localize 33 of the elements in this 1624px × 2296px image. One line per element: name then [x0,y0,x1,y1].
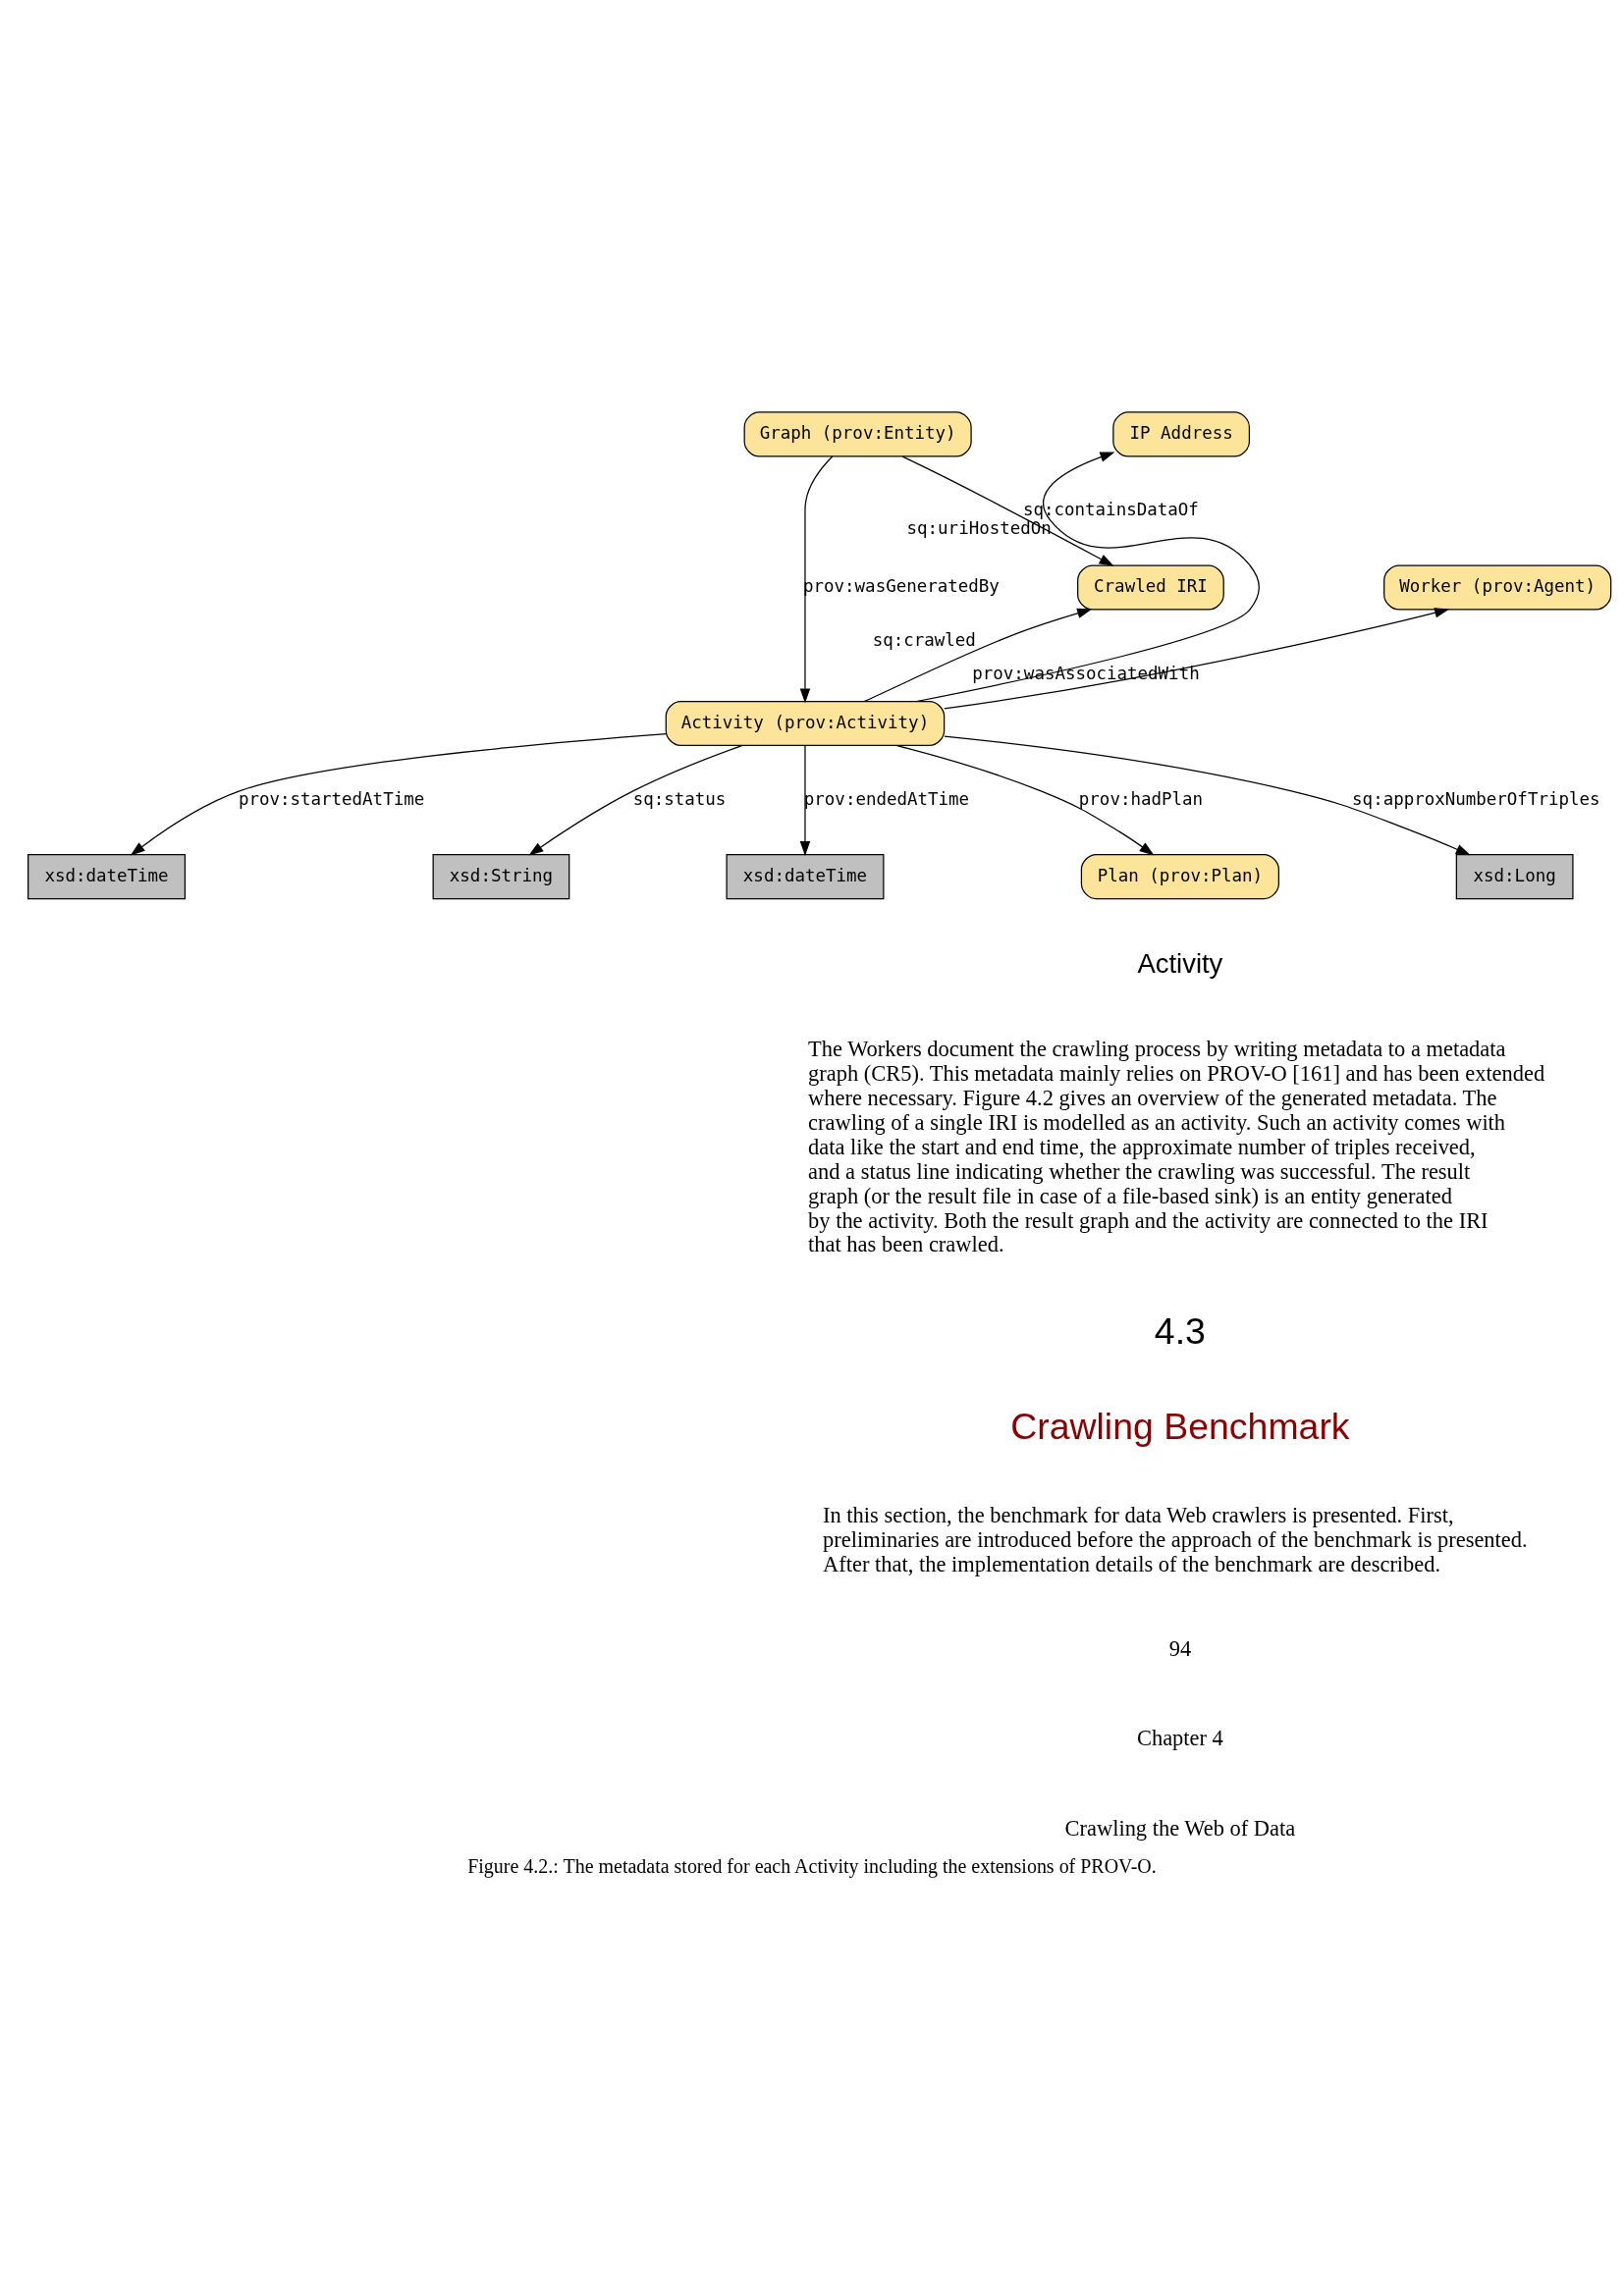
node-box: xsd:String [432,853,570,900]
node-box: Worker (prov:Agent) [1383,564,1612,611]
edge-label: sq:crawled [872,630,976,651]
node-box: Plan (prov:Plan) [1080,853,1279,900]
edge-label: sq:approxNumberOfTriples [1352,788,1600,809]
label: Chapter 4 [1136,1726,1223,1751]
label: 4.3 [1154,1309,1206,1352]
node-box: Crawled IRI [1077,564,1224,611]
arrow [944,608,1450,710]
edge-label: prov:hadPlan [1078,788,1204,809]
arrow [915,452,1260,703]
label: Activity [1137,948,1223,980]
node-box: Graph (prov:Entity) [743,411,972,457]
label: Crawling Benchmark [1010,1405,1350,1447]
arrow [130,733,667,856]
label: The Workers document the crawling process by writing metadata to a metadata graph (CR5). This metadata mainly relies on PROV-O [161] and has been extended where necessary. Figure 4.2 gives an overview of the generated metadata. The crawling of a single IRI is modelled as an activity. Such an activity comes with data like the start and end time, the approximate number of triples received, and a status line indicating whether the crawling was successful. The result graph (or the result file in case of a file-based sink) is an entity generated by the activity. Both the result graph and the activity are connected to the IRI that has been crawled. [808,1036,1545,1257]
arrow [528,745,743,856]
node-box: xsd:Long [1455,853,1574,900]
node-box: Activity (prov:Activity) [665,700,946,747]
node-box: xsd:dateTime [726,853,885,900]
edge-label: prov:startedAtTime [238,788,425,809]
arrow [799,455,834,704]
caption: Figure 4.2.: The metadata stored for each Activity including the extensions of PROV-O. [467,1854,1157,1877]
label: Crawling the Web of Data [1064,1815,1296,1841]
arrow [799,745,811,857]
node-box: IP Address [1112,411,1251,457]
node-box: xsd:dateTime [27,853,187,900]
arrow [896,745,1155,856]
label: In this section, the benchmark for data Web crawlers is presented. First, preliminaries are introduced before the approach of the benchmark is presented. After that, the implementation details of the benchmark are described. [823,1503,1528,1577]
label: 94 [1168,1636,1192,1662]
arrow [901,455,1114,566]
arrow [944,735,1471,856]
edge-label: sq:status [632,788,727,809]
